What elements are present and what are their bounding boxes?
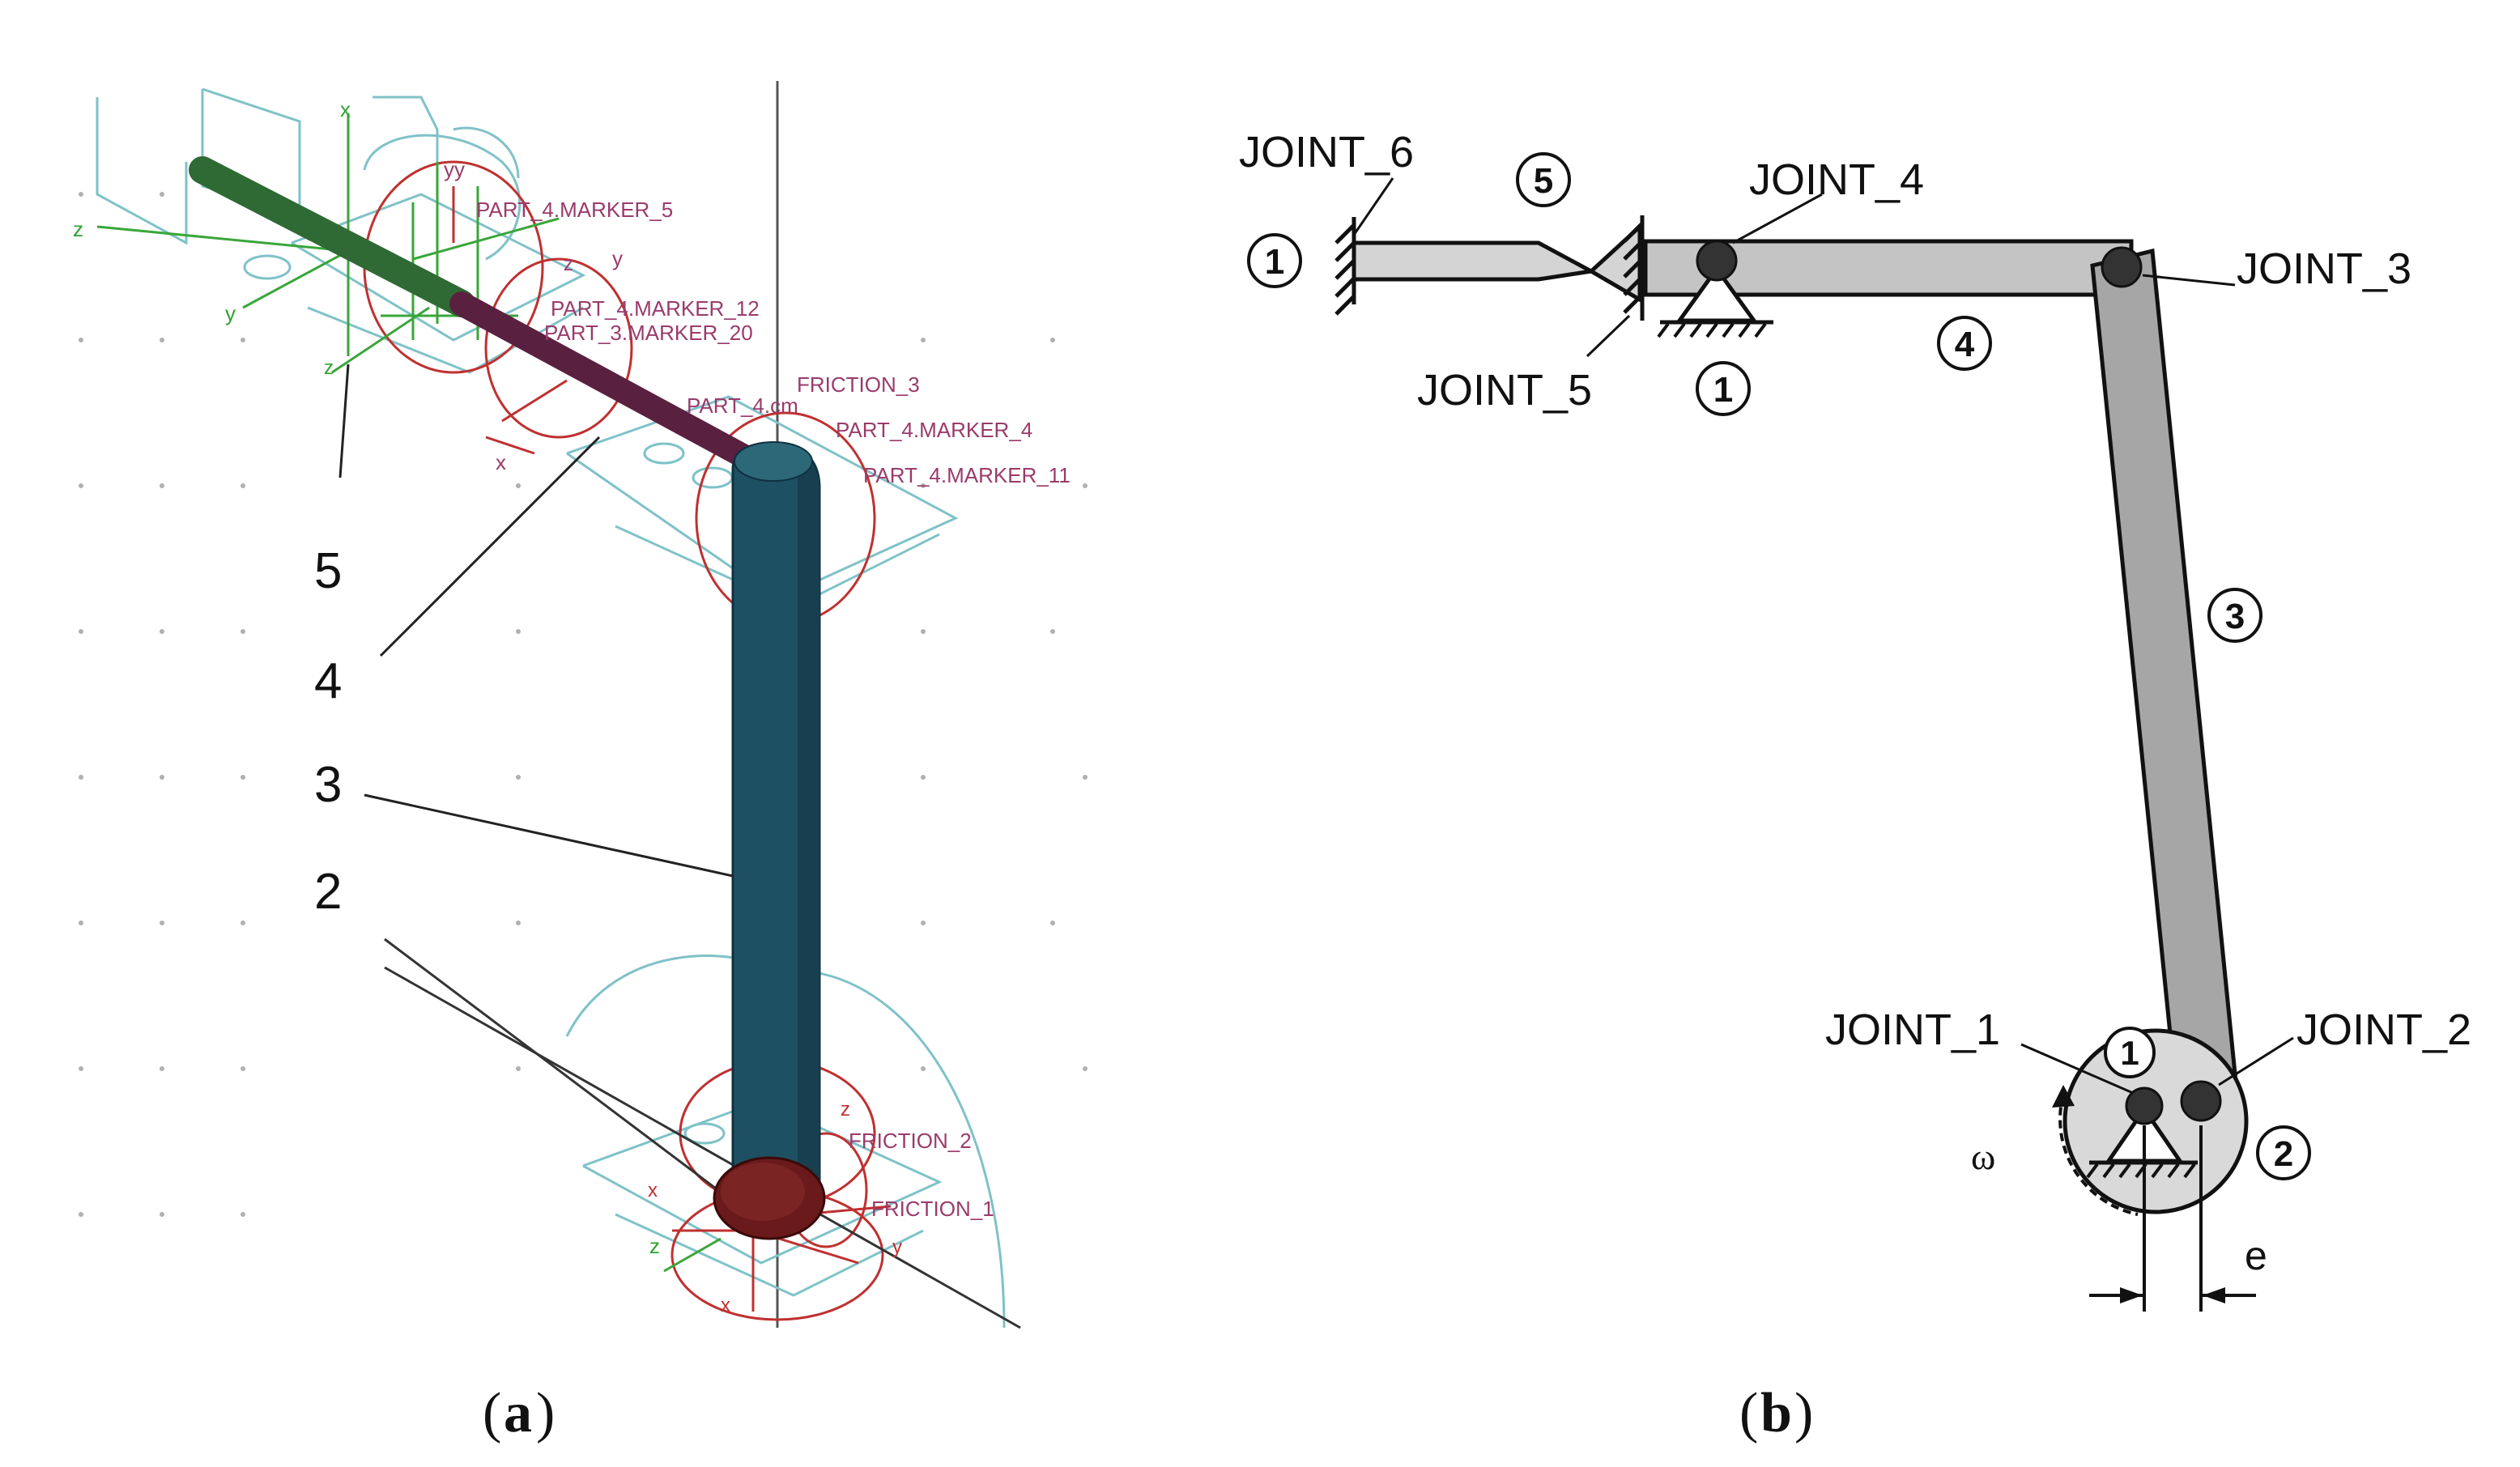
spring-element-5: [1352, 222, 1642, 304]
label-friction-3: FRICTION_3: [797, 372, 920, 397]
panel-a: PART_4.MARKER_5 PART_4.MARKER_12 PART_3.…: [73, 81, 1088, 1444]
caption-b-letter: b: [1760, 1382, 1792, 1444]
ground-lines: [384, 938, 1021, 1329]
caption-b-open: (: [1739, 1382, 1758, 1444]
background-grid: [79, 192, 1088, 1217]
circled-number-ground-left: 1: [1247, 233, 1302, 288]
leader-lines: [338, 364, 734, 878]
circled-number-crank-1-text: 1: [2120, 1034, 2139, 1072]
ecc-arrow-right: [2203, 1287, 2225, 1303]
label-joint-3: JOINT_3: [2237, 244, 2411, 293]
circled-number-link-3-text: 3: [2225, 597, 2245, 636]
label-joint-5: JOINT_5: [1417, 366, 1592, 415]
axis-label-x-mid: x: [496, 450, 506, 474]
circled-number-ground-pivot: 1: [1696, 361, 1751, 416]
axis-label-y-left: y: [225, 301, 236, 325]
label-joint-2: JOINT_2: [2297, 1006, 2471, 1054]
part-number-3: 3: [314, 757, 342, 813]
marker-arrows: [452, 186, 892, 1312]
label-marker-12: PART_4.MARKER_12: [551, 296, 760, 321]
rod-part-5: [189, 156, 475, 317]
axis-label-z-left: z: [73, 217, 83, 241]
circled-number-crank-1: 1: [2104, 1027, 2156, 1078]
part-numbers: 5 4 3 2: [314, 543, 342, 920]
caption-a-letter: a: [504, 1382, 532, 1444]
axis-label-z-mid: z: [564, 253, 573, 275]
circled-number-crank-2-text: 2: [2274, 1134, 2293, 1174]
ecc-arrow-left: [2120, 1287, 2143, 1303]
label-marker-4: PART_4.MARKER_4: [836, 418, 1032, 442]
caption-a-open: (: [483, 1382, 501, 1444]
label-marker-20: PART_3.MARKER_20: [544, 321, 753, 345]
axis-labels: x z y yy y z x z z x z x y: [73, 97, 902, 1316]
circled-number-link-3: 3: [2207, 588, 2262, 643]
label-part-cm: PART_4.cm: [687, 393, 798, 418]
label-joint-1: JOINT_1: [1825, 1006, 2000, 1054]
joint-labels: JOINT_6 JOINT_4 JOINT_3 JOINT_5 JOINT_1 …: [1239, 128, 2471, 1054]
axis-label-z-bottom: z: [841, 1099, 850, 1120]
label-joint-4: JOINT_4: [1749, 155, 1924, 204]
mechanism-parts: [189, 156, 826, 1240]
joint-3-pin: [2101, 246, 2143, 288]
axis-label-x-top: x: [340, 97, 351, 121]
part-number-4: 4: [314, 653, 342, 709]
omega-arrow-head: [2052, 1085, 2075, 1108]
joint-leaders: [1352, 177, 2294, 1095]
circled-number-spring-text: 5: [1534, 161, 1553, 201]
rod-part-4: [449, 291, 777, 480]
circled-number-spring: 5: [1516, 152, 1571, 207]
caption-b: ( b ): [1739, 1382, 1813, 1444]
axis-label-x-lower: x: [721, 1295, 730, 1316]
caption-b-close: ): [1794, 1382, 1813, 1444]
label-joint-6: JOINT_6: [1239, 128, 1414, 176]
omega-arrow: [2058, 1094, 2139, 1216]
omega-label: ω: [1971, 1136, 1995, 1177]
axis-label-y-mid: y: [612, 246, 623, 270]
fixed-wall-right: [1623, 215, 1645, 321]
axis-label-y-lower: y: [892, 1236, 902, 1258]
fixed-wall-left: [1334, 217, 1356, 316]
label-marker-5: PART_4.MARKER_5: [476, 198, 673, 222]
axis-label-yy: yy: [444, 157, 465, 181]
caption-a: ( a ): [483, 1382, 555, 1444]
part-number-5: 5: [314, 543, 342, 599]
panel-b: JOINT_6 JOINT_4 JOINT_3 JOINT_5 JOINT_1 …: [1239, 128, 2471, 1444]
marker-labels: PART_4.MARKER_5 PART_4.MARKER_12 PART_3.…: [476, 198, 1071, 1221]
circled-number-ground-pivot-text: 1: [1713, 370, 1733, 410]
circled-number-ground-left-text: 1: [1265, 242, 1284, 282]
axis-label-x-bottom: x: [648, 1180, 658, 1201]
eccentricity-label: e: [2245, 1233, 2267, 1278]
label-marker-11: PART_4.MARKER_11: [863, 463, 1071, 487]
circled-numbers: 1 5 1 4 3 1 2: [1247, 152, 2311, 1180]
part-number-2: 2: [314, 864, 342, 920]
axis-label-z-upper: z: [324, 357, 334, 379]
disc-part-2-face: [721, 1163, 805, 1221]
axis-label-z-bottom-left: z: [649, 1234, 660, 1258]
caption-a-close: ): [536, 1382, 555, 1444]
joint-2-pin: [2180, 1080, 2222, 1122]
link-top-face: [734, 441, 813, 482]
circled-number-link-4-text: 4: [1955, 325, 1975, 364]
crank-disc: [2062, 1028, 2249, 1214]
label-friction-2: FRICTION_2: [849, 1129, 972, 1153]
circled-number-link-4: 4: [1937, 316, 1992, 371]
eccentricity-dimension: [2089, 1125, 2256, 1312]
label-friction-1: FRICTION_1: [871, 1197, 994, 1221]
circled-number-crank-2: 2: [2256, 1125, 2311, 1180]
ground-pivot-joint-4: [1657, 240, 1773, 338]
link-part-3-side: [798, 453, 819, 1198]
link-3: [2090, 248, 2241, 1116]
